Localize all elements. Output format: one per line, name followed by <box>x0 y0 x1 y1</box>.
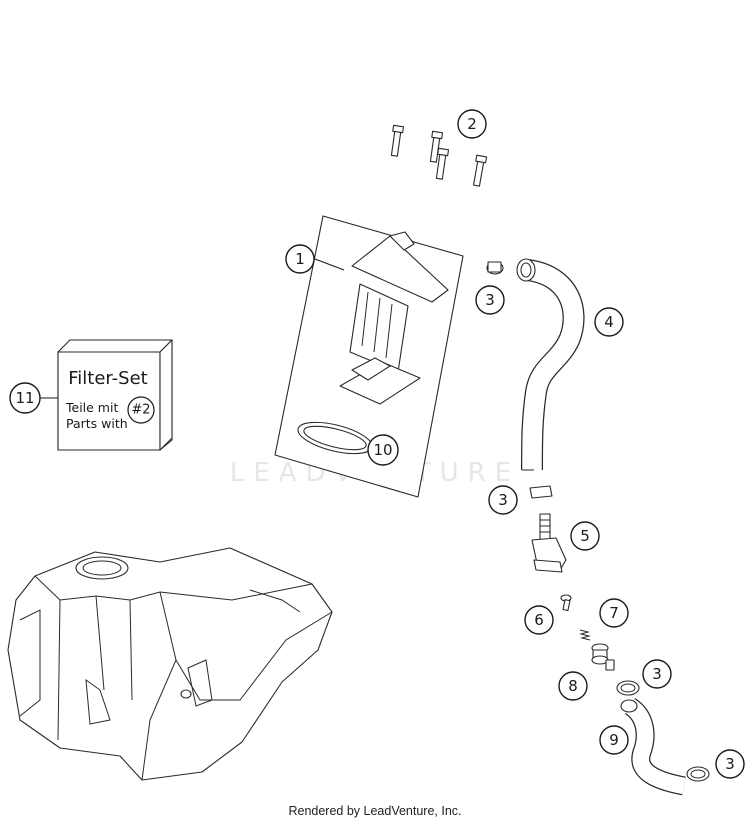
svg-text:5: 5 <box>580 527 590 545</box>
callout-1[interactable]: 1 <box>285 244 315 274</box>
filter-set-ref: #2 <box>131 403 150 418</box>
callout-3[interactable]: 3 <box>475 285 505 315</box>
clamp-part[interactable] <box>486 261 504 275</box>
callout-6[interactable]: 6 <box>524 605 554 635</box>
footer-credit: Rendered by LeadVenture, Inc. <box>288 804 462 818</box>
svg-text:3: 3 <box>485 291 495 309</box>
fuel-tank-part[interactable] <box>7 547 333 781</box>
svg-text:11: 11 <box>15 389 34 407</box>
callout-9[interactable]: 9 <box>599 725 629 755</box>
svg-text:9: 9 <box>609 731 619 749</box>
svg-text:2: 2 <box>467 115 477 133</box>
filter-set-line2: Parts with <box>66 416 128 431</box>
fuel-hose-part[interactable] <box>516 258 585 471</box>
callout-3[interactable]: 3 <box>715 749 745 779</box>
clamp-part[interactable] <box>616 680 640 696</box>
filter-set-title: Filter-Set <box>68 368 147 389</box>
callout-11[interactable]: 11 <box>9 382 41 414</box>
callout-7[interactable]: 7 <box>599 598 629 628</box>
spring-part[interactable] <box>579 629 591 641</box>
svg-text:7: 7 <box>609 604 619 622</box>
filter-set-line1: Teile mit <box>65 400 118 415</box>
quick-connector-part[interactable] <box>531 513 567 573</box>
callout-2[interactable]: 2 <box>457 109 487 139</box>
clamp-part[interactable] <box>529 485 553 499</box>
svg-text:10: 10 <box>373 441 392 459</box>
callout-5[interactable]: 5 <box>570 521 600 551</box>
filter-set-box[interactable]: Filter-Set Teile mit Parts with #2 <box>57 339 173 451</box>
valve-fitting-part[interactable] <box>591 643 615 671</box>
gasket-ring-part[interactable] <box>295 416 375 460</box>
callout-4[interactable]: 4 <box>594 307 624 337</box>
svg-text:3: 3 <box>652 665 662 683</box>
screws-part[interactable] <box>389 124 488 187</box>
svg-text:1: 1 <box>295 250 305 268</box>
svg-text:8: 8 <box>568 677 578 695</box>
svg-text:4: 4 <box>604 313 614 331</box>
svg-text:6: 6 <box>534 611 544 629</box>
clamp-part[interactable] <box>686 766 710 782</box>
svg-text:3: 3 <box>498 491 508 509</box>
leader-lines <box>40 258 345 399</box>
callout-10[interactable]: 10 <box>367 434 399 466</box>
bolt-part[interactable] <box>560 594 572 612</box>
callout-3[interactable]: 3 <box>642 659 672 689</box>
callout-3[interactable]: 3 <box>488 485 518 515</box>
callout-8[interactable]: 8 <box>558 671 588 701</box>
lower-hose-part[interactable] <box>620 697 686 796</box>
svg-text:3: 3 <box>725 755 735 773</box>
